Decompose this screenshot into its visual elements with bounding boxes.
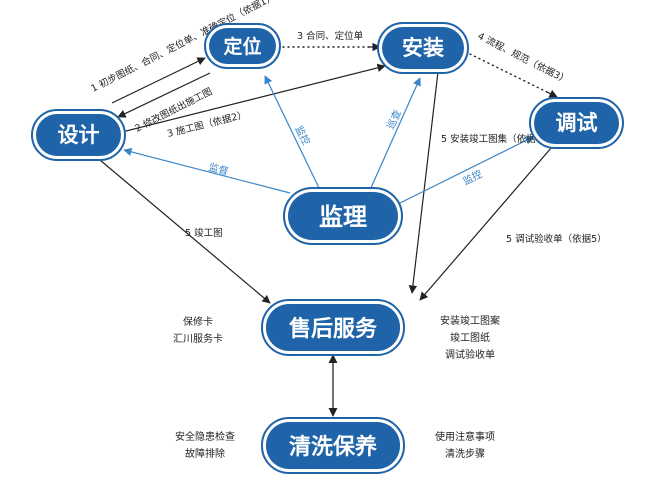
svg-text:安装: 安装 (402, 36, 444, 60)
service-note-right-3: 调试验收单 (445, 348, 495, 361)
edge-locate-to-design (117, 72, 211, 118)
node-locate: 定位 (204, 23, 281, 69)
node-install: 安装 (377, 22, 469, 74)
maintenance-note-left-2: 故障排除 (185, 447, 225, 460)
node-after-sales: 售后服务 (261, 299, 405, 356)
maintenance-note-left-1: 安全隐患检查 (175, 430, 235, 443)
edge-install-to-service (408, 71, 439, 294)
edge-patrol-install (369, 77, 421, 191)
node-supervision: 监理 (283, 187, 403, 245)
edge-design-to-install (121, 63, 386, 133)
label-patrol-install: 巡查 (384, 108, 404, 132)
edge-debug-to-service (419, 139, 559, 301)
svg-text:定位: 定位 (223, 35, 261, 58)
service-note-right-1: 安装竣工图案 (440, 314, 500, 327)
node-design: 设计 (31, 109, 126, 161)
label-locate-to-install: 3 合同、定位单 (297, 30, 364, 42)
svg-text:售后服务: 售后服务 (289, 316, 378, 342)
edge-install-to-debug-head (546, 89, 558, 98)
svg-text:监理: 监理 (319, 203, 367, 231)
svg-text:调试: 调试 (556, 111, 598, 135)
edge-install-to-debug (469, 53, 554, 96)
label-design-to-service: 5 竣工图 (185, 227, 223, 239)
maintenance-note-right-1: 使用注意事项 (435, 430, 495, 443)
node-maintenance: 清洗保养 (261, 417, 405, 474)
maintenance-note-right-2: 清洗步骤 (445, 447, 485, 460)
node-debug: 调试 (529, 97, 624, 149)
service-note-right-2: 竣工图纸 (450, 331, 490, 344)
svg-text:清洗保养: 清洗保养 (289, 434, 377, 460)
label-install-to-debug: 4 流程、规范（依据3） (476, 30, 571, 86)
label-supervise-design: 监督 (207, 160, 230, 178)
label-monitor-locate: 监控 (292, 123, 313, 147)
service-note-left-2: 汇川服务卡 (173, 332, 223, 345)
edge-supervise-design (123, 147, 291, 194)
label-monitor-debug: 监控 (461, 167, 485, 187)
service-note-left-1: 保修卡 (183, 315, 213, 328)
label-install-to-service: 5 安装竣工图集（依据4） (441, 133, 551, 145)
edge-design-to-service (99, 159, 271, 304)
label-debug-to-service: 5 调试验收单（依据5） (506, 233, 607, 245)
edge-monitor-locate (264, 75, 321, 191)
edge-design-to-locate (111, 57, 206, 104)
edge-monitor-debug (397, 136, 534, 205)
svg-text:设计: 设计 (58, 123, 100, 147)
